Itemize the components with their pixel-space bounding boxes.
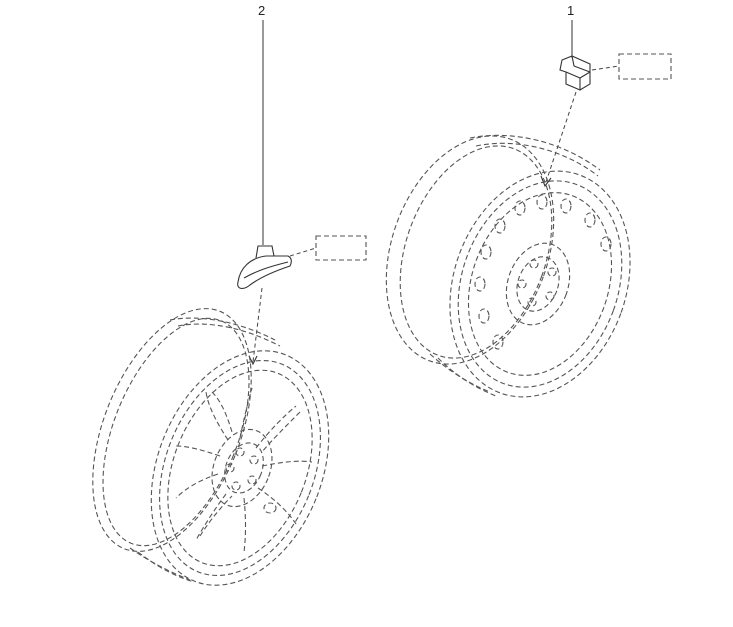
callout-label-2: 2	[258, 3, 266, 18]
clip-on-weight-2	[237, 245, 292, 289]
clip-on-weight-1	[559, 55, 591, 91]
reference-box-1	[591, 53, 672, 80]
placement-line-1	[540, 91, 577, 188]
steel-wheel	[385, 134, 631, 398]
reference-box-2	[289, 235, 367, 261]
callout-label-1: 1	[567, 3, 575, 18]
alloy-wheel	[92, 308, 330, 586]
